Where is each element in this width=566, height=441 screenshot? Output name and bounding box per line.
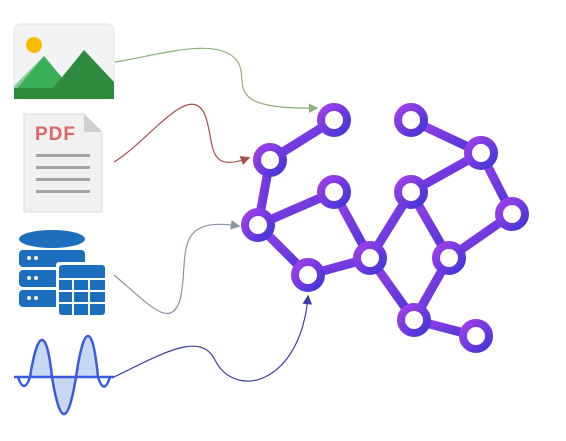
network-node: [394, 103, 428, 137]
waveform-icon: [14, 334, 114, 416]
database-table-icon: [19, 230, 106, 317]
network-node: [432, 241, 466, 275]
network-node: [291, 258, 325, 292]
arrow-image-to-brain: [114, 47, 319, 113]
arrow-signal-to-brain: [113, 294, 313, 382]
network-node: [459, 319, 493, 353]
network-node: [397, 303, 431, 337]
network-node: [464, 136, 498, 170]
network-node: [495, 197, 529, 231]
network-node: [317, 175, 351, 209]
network-node: [394, 175, 428, 209]
network-node: [253, 143, 287, 177]
pdf-document-icon: PDF: [23, 113, 103, 213]
pdf-label: PDF: [35, 124, 76, 145]
network-node: [317, 103, 351, 137]
network-node: [353, 241, 387, 275]
arrow-pdf-to-brain: [113, 103, 251, 166]
network-node: [241, 208, 275, 242]
arrow-database-to-brain: [113, 220, 241, 314]
image-icon: [13, 23, 115, 100]
